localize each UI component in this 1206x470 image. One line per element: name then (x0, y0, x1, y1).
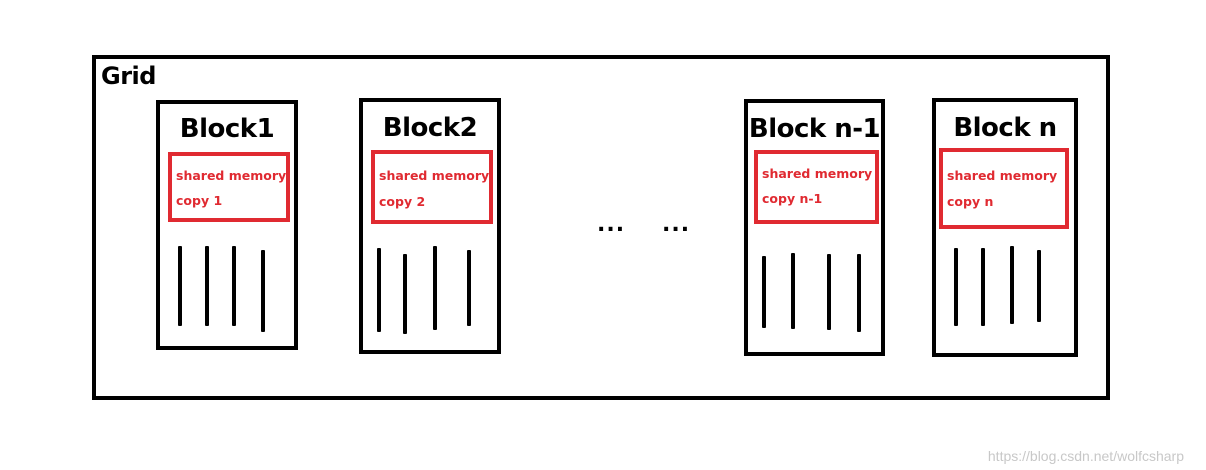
shared-memory-label: shared memory (762, 166, 873, 181)
ellipsis: ... (597, 212, 626, 237)
thread-line (981, 248, 985, 326)
block-n: Block n shared memory copy n (932, 98, 1078, 357)
thread-line (261, 250, 265, 332)
thread-line (1010, 246, 1014, 324)
thread-line (377, 248, 381, 332)
thread-line (791, 253, 795, 329)
shared-memory-copy: copy n (947, 194, 994, 209)
block-title: Block n-1 (748, 114, 881, 144)
block-title: Block n (953, 113, 1057, 143)
thread-line (827, 254, 831, 330)
block-title: Block2 (382, 113, 478, 143)
block-title: Block1 (179, 114, 275, 144)
shared-memory-copy: copy n-1 (762, 191, 823, 206)
thread-line (433, 246, 437, 330)
thread-line (205, 246, 209, 326)
thread-line (467, 250, 471, 326)
grid-label: Grid (101, 62, 156, 90)
shared-memory-box: shared memory copy n-1 (754, 150, 879, 224)
shared-memory-box: shared memory copy 1 (168, 152, 290, 222)
shared-memory-copy: copy 2 (379, 194, 426, 209)
shared-memory-label: shared memory (947, 168, 1058, 183)
shared-memory-label: shared memory (379, 168, 490, 183)
block-n-minus-1: Block n-1 shared memory copy n-1 (744, 99, 885, 356)
shared-memory-box: shared memory copy n (939, 148, 1069, 229)
thread-line (762, 256, 766, 328)
shared-memory-copy: copy 1 (176, 193, 223, 208)
shared-memory-label: shared memory (176, 168, 287, 183)
thread-line (232, 246, 236, 326)
thread-line (178, 246, 182, 326)
ellipsis: ... (662, 212, 691, 237)
shared-memory-box: shared memory copy 2 (371, 150, 493, 224)
block-2: Block2 shared memory copy 2 (359, 98, 501, 354)
thread-line (954, 248, 958, 326)
block-1: Block1 shared memory copy 1 (156, 100, 298, 350)
watermark-url: https://blog.csdn.net/wolfcsharp (987, 448, 1184, 464)
thread-line (857, 254, 861, 332)
thread-line (403, 254, 407, 334)
grid-container (92, 55, 1110, 400)
thread-line (1037, 250, 1041, 322)
